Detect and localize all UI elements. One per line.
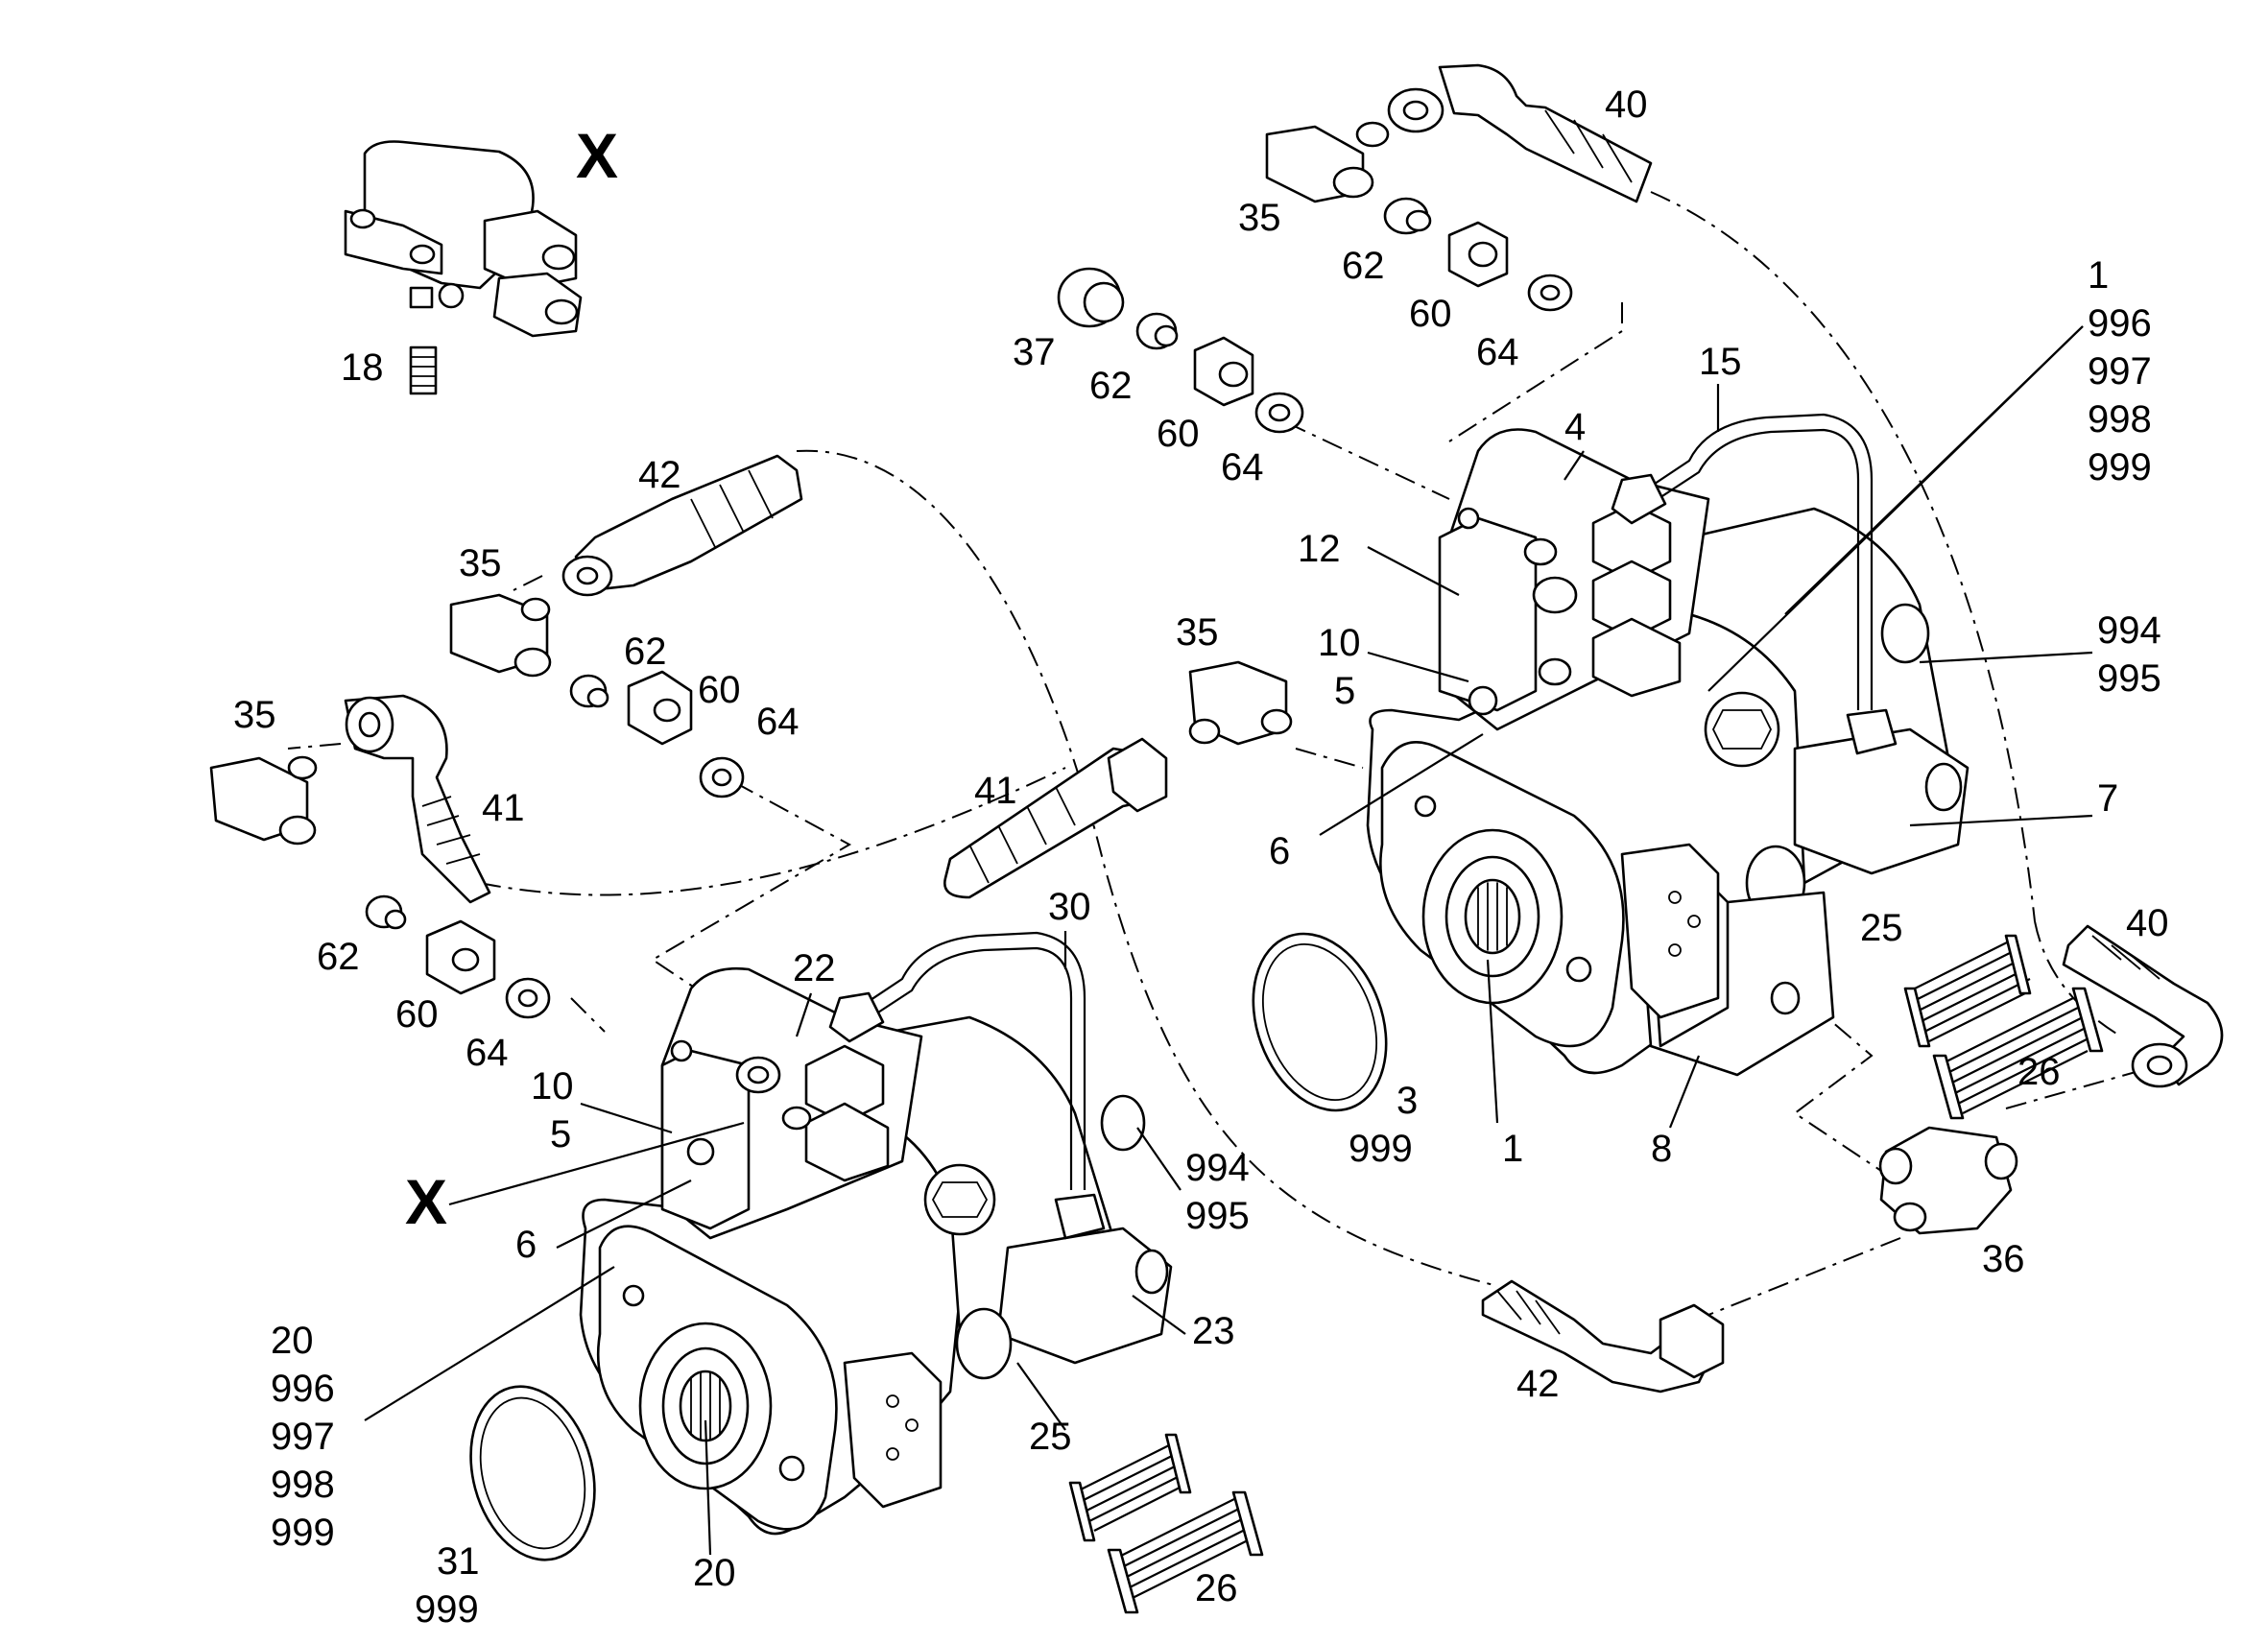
label-999-left: 999: [271, 1512, 335, 1554]
label-40-right: 40: [2126, 902, 2169, 944]
fittings-left-upper-stack: [569, 670, 745, 798]
label-998-left: 998: [271, 1464, 335, 1506]
label-62-top: 62: [1342, 245, 1385, 287]
label-996-left: 996: [271, 1368, 335, 1410]
hose-41-center: [943, 737, 1168, 899]
label-22: 22: [793, 947, 836, 989]
label-x-left: X: [405, 1166, 447, 1237]
label-995-right: 995: [2097, 657, 2161, 700]
label-997-right: 997: [2088, 350, 2152, 393]
label-10-left: 10: [531, 1065, 574, 1108]
label-41-center: 41: [974, 770, 1017, 812]
label-62-mid: 62: [1089, 365, 1133, 407]
hose-40-top: [1265, 63, 1653, 203]
hose-41-left: [344, 694, 491, 904]
label-64-left: 64: [756, 701, 800, 743]
label-60-left-b: 60: [395, 993, 439, 1036]
tee-fitting-35-left: [209, 755, 318, 846]
fittings-mid-stack: [1057, 267, 1304, 434]
label-35-right: 35: [1176, 611, 1219, 654]
label-999-seal: 999: [1349, 1128, 1413, 1170]
label-10-right: 10: [1318, 622, 1361, 664]
label-18: 18: [341, 346, 384, 389]
label-23: 23: [1192, 1310, 1235, 1352]
label-20-bottom: 20: [693, 1552, 736, 1594]
label-6-left: 6: [515, 1224, 537, 1266]
label-41-left: 41: [482, 787, 525, 829]
label-64-mid: 64: [1221, 446, 1264, 488]
label-37: 37: [1013, 331, 1056, 373]
label-997-left: 997: [271, 1416, 335, 1458]
right-leader-lines: [1319, 325, 2093, 1129]
label-3: 3: [1397, 1080, 1418, 1122]
left-pump-assembly: [579, 931, 1173, 1536]
o-ring-31: [469, 1385, 596, 1561]
label-5-left: 5: [550, 1113, 571, 1156]
left-leader-lines: [364, 931, 1186, 1556]
label-26-right: 26: [2017, 1051, 2061, 1093]
label-994-right: 994: [2097, 609, 2161, 652]
label-62-left-b: 62: [317, 936, 360, 978]
hose-42-bottom: [1481, 1279, 1725, 1394]
label-31: 31: [437, 1540, 480, 1583]
label-7: 7: [2097, 777, 2118, 820]
tee-fitting-36: [1878, 1126, 2018, 1235]
label-60-top: 60: [1409, 293, 1452, 335]
label-62-left: 62: [624, 631, 667, 673]
label-996-right: 996: [2088, 302, 2152, 345]
label-6-right: 6: [1269, 830, 1290, 872]
detail-x-valve: [344, 140, 583, 395]
label-999-right: 999: [2088, 446, 2152, 488]
hose-routing-lines: [287, 191, 2161, 1316]
label-42-left: 42: [638, 454, 681, 496]
label-35-left: 35: [233, 694, 276, 736]
hose-40-right: [2062, 924, 2224, 1088]
spring-26-right: [1932, 987, 2104, 1120]
label-1-right: 1: [2088, 254, 2109, 297]
label-1-bottom: 1: [1502, 1128, 1523, 1170]
label-25-right: 25: [1860, 907, 1903, 949]
label-40-top: 40: [1605, 83, 1648, 126]
detail-x-marker: X: [576, 120, 618, 191]
label-20-left: 20: [271, 1320, 314, 1362]
label-12: 12: [1298, 528, 1341, 570]
label-35-upper-left: 35: [459, 542, 502, 584]
label-64-top: 64: [1476, 331, 1519, 373]
label-5-right: 5: [1334, 670, 1355, 712]
label-60-mid: 60: [1157, 413, 1200, 455]
label-998-right: 998: [2088, 398, 2152, 441]
right-pump-assembly: [1366, 413, 1970, 1077]
tee-fitting-35-upper-left: [449, 593, 552, 678]
tee-fitting-35-right: [1188, 660, 1293, 746]
label-42-bottom: 42: [1516, 1363, 1560, 1405]
fittings-left-lower-stack: [365, 894, 551, 1019]
o-ring-3: [1252, 932, 1388, 1112]
label-35-top: 35: [1238, 197, 1281, 239]
label-999-31: 999: [415, 1588, 479, 1631]
label-26-left: 26: [1195, 1567, 1238, 1609]
label-36: 36: [1982, 1238, 2025, 1280]
hose-42-left: [561, 454, 803, 597]
label-995-left: 995: [1185, 1195, 1250, 1237]
spring-26-left: [1107, 1490, 1264, 1614]
label-15: 15: [1699, 341, 1742, 383]
spring-25-left: [1068, 1433, 1192, 1542]
spring-25-right: [1903, 934, 2032, 1048]
label-60-left: 60: [698, 669, 741, 711]
label-30: 30: [1048, 886, 1091, 928]
label-994-left: 994: [1185, 1147, 1250, 1189]
label-64-left-b: 64: [466, 1032, 509, 1074]
label-4: 4: [1564, 406, 1586, 448]
label-8: 8: [1651, 1128, 1672, 1170]
label-25-left: 25: [1029, 1416, 1072, 1458]
fittings-top-stack: [1383, 197, 1573, 312]
